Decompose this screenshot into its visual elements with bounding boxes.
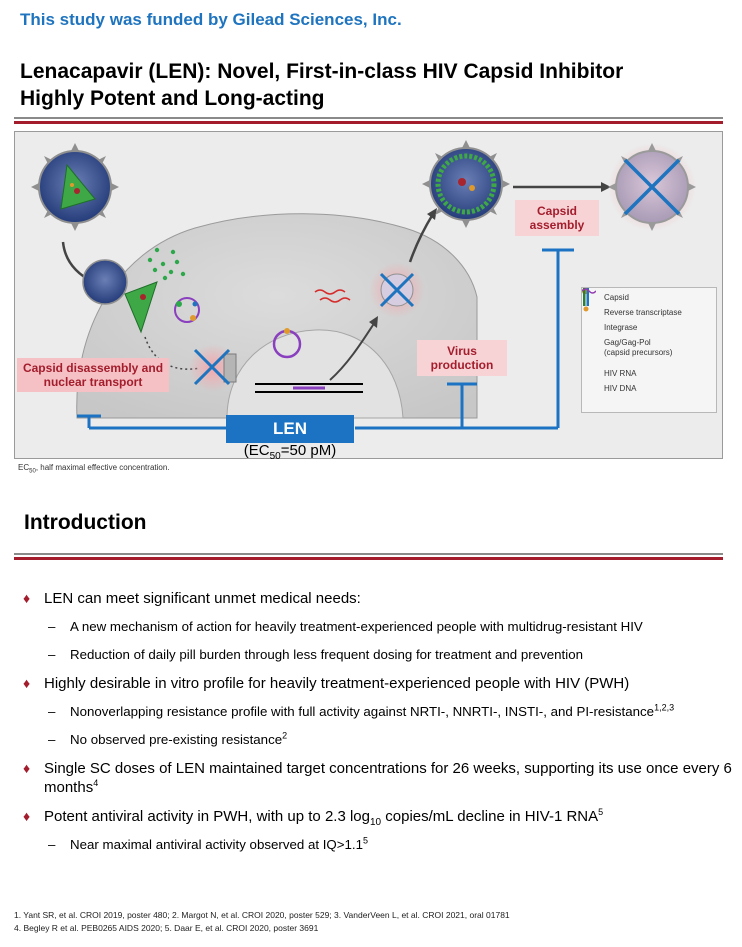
legend-item-integrase: Integrase: [582, 288, 710, 333]
dash-bullet-icon: –: [48, 704, 56, 719]
diamond-bullet-icon: ♦: [23, 675, 31, 691]
capsid-dot-icon: [582, 288, 604, 303]
funding-statement: This study was funded by Gilead Sciences…: [20, 10, 402, 29]
fusing-virion: [82, 259, 128, 305]
capsid-monomers: [147, 247, 186, 281]
budding-arrow: [408, 213, 435, 263]
legend-item-hiv-rna: HIV RNA: [582, 288, 710, 379]
subbullet-pill-burden: – Reduction of daily pill burden through…: [48, 647, 583, 662]
ec50-value: (EC50=50 pM): [243, 442, 337, 462]
incoming-virion: [31, 143, 119, 231]
hiv-dna-line-icon: [582, 288, 604, 394]
title-line-1: Lenacapavir (LEN): Novel, First-in-class…: [20, 60, 624, 83]
reverse-transcriptase-dot-icon: [582, 288, 604, 318]
reference-line-2: 4. Begley R et al. PEB0265 AIDS 2020; 5.…: [14, 923, 319, 933]
bullet-single-sc-doses: ♦ Single SC doses of LEN maintained targ…: [23, 760, 732, 796]
dash-bullet-icon: –: [48, 837, 56, 852]
integrase-dot-icon: [582, 288, 604, 333]
reference-line-1: 1. Yant SR, et al. CROI 2019, poster 480…: [14, 910, 510, 920]
diamond-bullet-icon: ♦: [23, 760, 31, 776]
nuclear-pore: [223, 353, 237, 383]
mechanism-figure: Capsid assembly Virus production Capsid …: [14, 131, 723, 459]
label-capsid-assembly: Capsid assembly: [515, 200, 599, 236]
mature-virion: [422, 140, 510, 228]
bullet-antiviral-activity: ♦ Potent antiviral activity in PWH, with…: [23, 807, 604, 828]
block-x-icon-nuclear: [193, 348, 231, 386]
hiv-rna-strands: [314, 289, 351, 303]
legend-item-capsid: Capsid: [582, 288, 710, 303]
dash-bullet-icon: –: [48, 619, 56, 634]
block-x-icon-assembly: [379, 272, 415, 308]
intro-divider-gray: [14, 553, 723, 555]
subbullet-resistance-profile: – Nonoverlapping resistance profile with…: [48, 702, 675, 719]
label-capsid-disassembly: Capsid disassembly and nuclear transport: [17, 358, 169, 392]
hiv-rna-line-icon: [582, 288, 604, 379]
introduction-heading: Introduction: [24, 511, 147, 534]
subbullet-pre-existing-resistance: – No observed pre-existing resistance2: [48, 730, 288, 747]
title-divider-gray: [14, 117, 723, 119]
title-divider-red: [14, 121, 723, 124]
dash-bullet-icon: –: [48, 732, 56, 747]
intro-divider-red: [14, 557, 723, 560]
mechanism-diagram: [31, 140, 696, 430]
len-inhibition-lines: [77, 248, 574, 430]
legend-item-gag-pol: Gag/Gag-Pol (capsid precursors): [583, 288, 710, 364]
block-x-icon-virion: [623, 158, 681, 216]
references: 1. Yant SR, et al. CROI 2019, poster 480…: [14, 909, 510, 935]
cell-nucleus: [226, 329, 404, 419]
subbullet-mechanism: – A new mechanism of action for heavily …: [48, 619, 643, 634]
transcription-arrow: [329, 321, 376, 381]
legend-item-reverse-transcriptase: Reverse transcriptase: [582, 288, 710, 318]
title-line-2: Highly Potent and Long-acting: [20, 87, 325, 110]
figure-footnote: EC50, half maximal effective concentrati…: [18, 463, 170, 475]
introduction-bullets: ♦ LEN can meet significant unmet medical…: [22, 589, 734, 864]
bullet-in-vitro-profile: ♦ Highly desirable in vitro profile for …: [23, 675, 630, 692]
len-drug-box: LEN: [226, 415, 354, 443]
diamond-bullet-icon: ♦: [23, 808, 31, 824]
label-virus-production: Virus production: [417, 340, 507, 376]
subbullet-near-maximal-activity: – Near maximal antiviral activity observ…: [48, 835, 369, 852]
released-capsid: [124, 281, 158, 334]
bullet-unmet-needs: ♦ LEN can meet significant unmet medical…: [23, 590, 361, 607]
pre-integration-complex: [174, 297, 200, 323]
circular-dna: [272, 328, 302, 359]
legend-item-hiv-dna: HIV DNA: [582, 288, 710, 394]
integrated-dna: [255, 383, 363, 393]
dash-bullet-icon: –: [48, 647, 56, 662]
figure-legend: Capsid Reverse transcriptase Integrase G…: [581, 287, 717, 413]
diamond-bullet-icon: ♦: [23, 590, 31, 606]
gag-pol-icon: [583, 288, 604, 362]
poster-title: Lenacapavir (LEN): Novel, First-in-class…: [20, 58, 720, 112]
